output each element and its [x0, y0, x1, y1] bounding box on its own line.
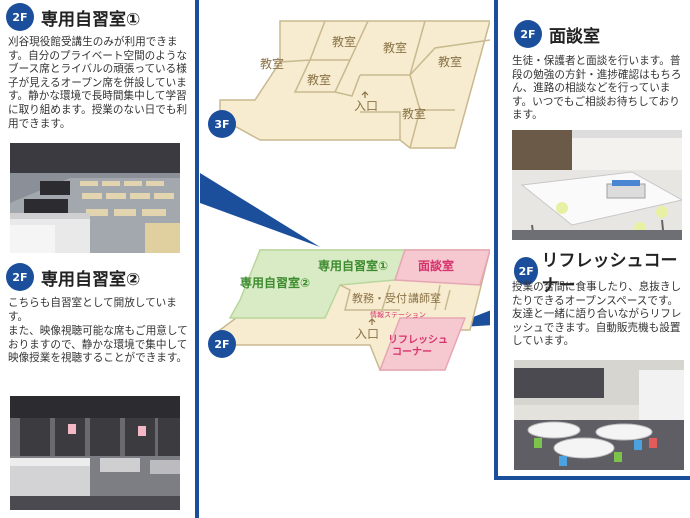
jishu2-photo	[10, 396, 180, 510]
jishu1-map-label: 専用自習室①	[318, 258, 388, 273]
jishu1-description: 刈谷現役館受講生のみが利用できます。自分のプライベート空間のようなブース席とライ…	[8, 36, 188, 130]
section-title: 専用自習室②	[41, 269, 141, 290]
floor-map: 教室 教室 教室 教室 教室 教室 入口 専用自習室① 専用自習室② 面談室 教…	[200, 20, 490, 371]
floor-badge: 2F	[514, 257, 539, 285]
right-bottom-line	[494, 476, 690, 480]
mendan-heading: 2F 面談室	[514, 20, 600, 48]
mendan-map-label: 面談室	[418, 258, 454, 273]
left-divider-line	[195, 0, 199, 518]
section-title: 面談室	[549, 26, 600, 47]
mendan-photo	[512, 130, 682, 240]
floor3-room-label: 教室	[438, 54, 462, 69]
jishu2-heading: 2F 専用自習室②	[6, 263, 140, 291]
jishu1-photo	[10, 143, 180, 253]
refresh-map-label-2: コーナー	[392, 346, 432, 358]
kyomu-map-label: 教務・受付	[352, 291, 407, 305]
floor3-room-label: 教室	[260, 56, 284, 71]
floor2-entrance-label: 入口	[355, 327, 379, 341]
floor-badge: 2F	[514, 20, 542, 48]
connector-left-top	[200, 173, 320, 247]
section-title: リフレッシュコーナー	[541, 251, 678, 296]
refresh-heading: 2F リフレッシュコーナー	[514, 246, 690, 296]
section-title: 専用自習室①	[41, 9, 141, 30]
floor3-entrance-label: 入口	[354, 99, 378, 113]
floor2-badge: 2F	[208, 330, 236, 358]
refresh-description: 授業の合間に食事したり、息抜きしたりできるオープンスペースです。友達と一緒に語り…	[512, 281, 682, 348]
refresh-map-label-1: リフレッシュ	[388, 334, 448, 346]
refresh-area	[378, 317, 467, 371]
floor3-room-label: 教室	[332, 34, 356, 49]
floor-badge: 2F	[6, 263, 34, 291]
jishu1-heading: 2F 専用自習室①	[6, 3, 140, 31]
jishu2-description-1: こちらも自習室として開放しています。	[8, 297, 177, 323]
floor3-room-label: 教室	[307, 72, 331, 87]
floor3-room-label: 教室	[402, 106, 426, 121]
koushi-map-label: 講師室	[408, 291, 441, 305]
refresh-photo	[514, 360, 684, 470]
floor3-room-label: 教室	[383, 40, 407, 55]
floor3-outline	[219, 20, 490, 149]
floor3-badge: 3F	[208, 110, 236, 138]
right-divider-line	[494, 0, 498, 480]
floor-badge: 2F	[6, 3, 34, 31]
jishu2-map-label: 専用自習室②	[240, 275, 310, 290]
joho-map-label: 情報ステーション	[370, 310, 426, 319]
jishu2-description-2: また、映像視聴可能な席もご用意しておりますので、静かな環境で集中して映像授業を視…	[8, 325, 188, 365]
mendan-area	[393, 249, 490, 286]
mendan-description: 生徒・保護者と面談を行います。普段の勉強の方針・進捗確認はもちろん、進路の相談な…	[512, 55, 682, 122]
